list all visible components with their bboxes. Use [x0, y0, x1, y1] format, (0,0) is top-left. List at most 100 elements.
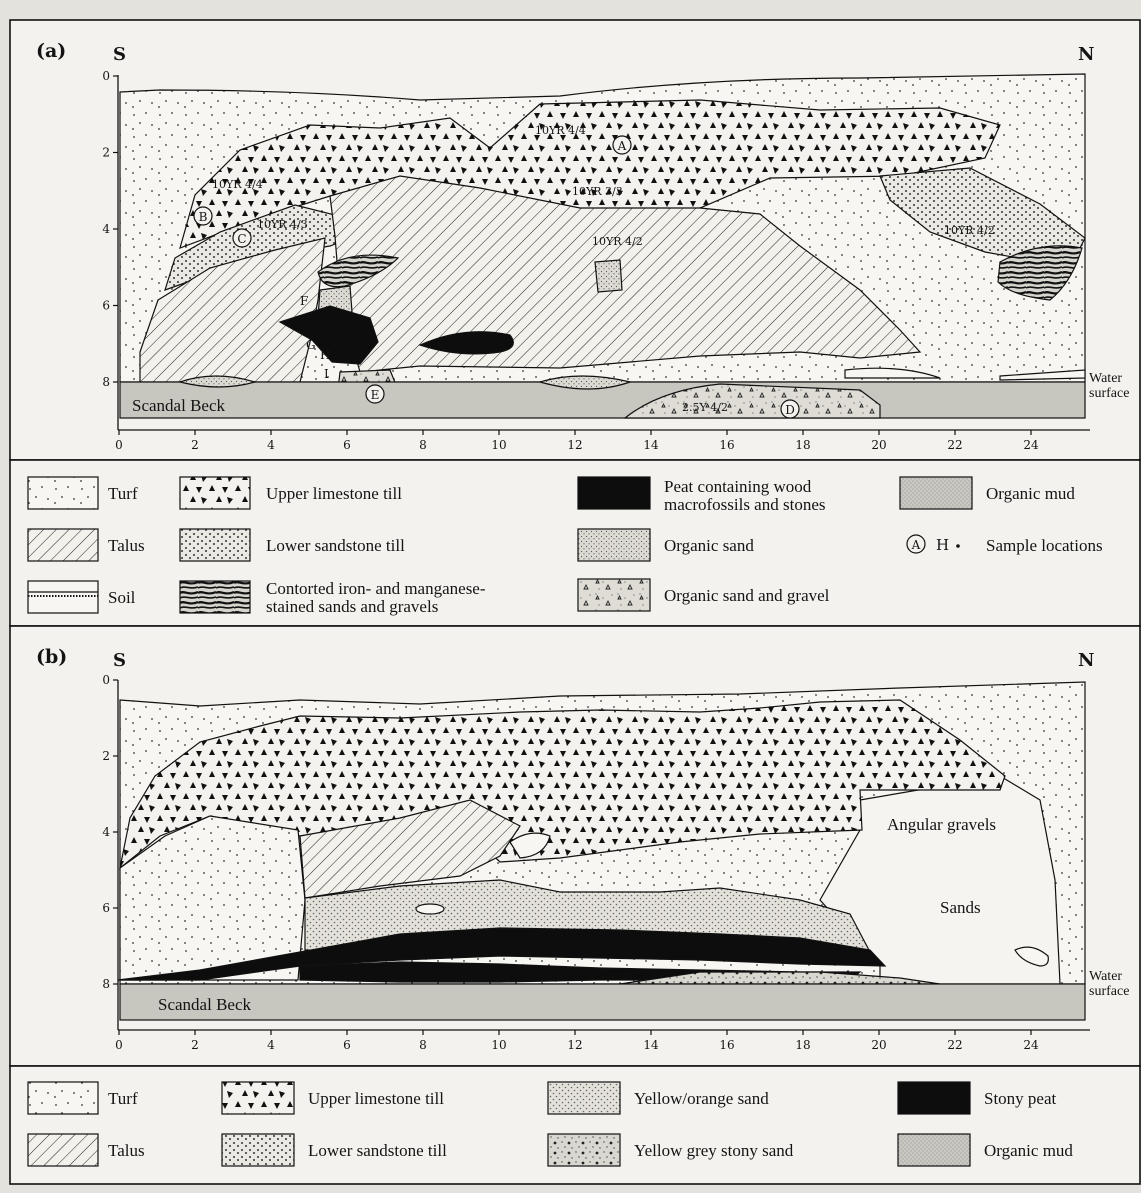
panel_b-depth-tick-label: 8	[102, 977, 110, 991]
legend-a-label-lower-sandstone-till: Lower sandstone till	[266, 536, 405, 555]
munsell-label-4: 10YR 4/3	[257, 218, 308, 231]
svg-text:A: A	[911, 538, 921, 552]
munsell-label-3: 10YR 4/4	[212, 178, 263, 191]
legend-b-label-organic-mud: Organic mud	[984, 1141, 1073, 1160]
panel_b-depth-tick-label: 0	[102, 673, 110, 687]
panel_a-depth-tick-label: 2	[102, 146, 110, 160]
region-label-sands: Sands	[940, 898, 981, 917]
legend-b-label-upper-limestone-till: Upper limestone till	[308, 1089, 444, 1108]
organic-sand-center	[595, 260, 622, 292]
sample-marker-i: I	[324, 367, 329, 381]
panel-a-label: (a)	[36, 40, 66, 62]
panel_a-distance-tick-label: 22	[947, 438, 962, 452]
legend-b-label-talus: Talus	[108, 1141, 145, 1160]
sample-marker-f: F	[300, 294, 308, 308]
legend-a-label-upper-limestone-till: Upper limestone till	[266, 484, 402, 503]
legend-b-swatch-organic-mud	[898, 1134, 970, 1166]
legend-a-label-peat-1: Peat containing wood	[664, 477, 812, 496]
munsell-label-1: 10YR 4/4	[535, 124, 586, 137]
legend-a-label-organic-sand-gravel: Organic sand and gravel	[664, 586, 830, 605]
panel_a-depth-tick-label: 8	[102, 375, 110, 389]
sample-marker-b: B	[194, 207, 212, 225]
legend-a-swatch-talus	[28, 529, 98, 561]
panel-b-label: (b)	[36, 646, 67, 668]
legend-a-swatch-turf	[28, 477, 98, 509]
legend-a-swatch-soil	[28, 581, 98, 613]
legend-a-label-organic-sand: Organic sand	[664, 536, 754, 555]
panel_a-distance-tick-label: 16	[719, 438, 734, 452]
legend-a-swatch-lower-sandstone-till	[180, 529, 250, 561]
legend-a-swatch-upper-limestone-till	[180, 477, 250, 509]
panel-b-south-label: S	[113, 650, 126, 671]
panel_b-distance-tick-label: 18	[795, 1038, 810, 1052]
water-label-a-2: surface	[1089, 386, 1129, 401]
clast-b2	[416, 904, 444, 914]
sample-marker-d: D	[781, 400, 799, 418]
panel_b-distance-tick-label: 14	[643, 1038, 659, 1052]
panel_b-distance-tick-label: 10	[491, 1038, 506, 1052]
panel_a-distance-tick-label: 24	[1023, 438, 1039, 452]
panel_a-distance-tick-label: 10	[491, 438, 506, 452]
panel_b-distance-tick-label: 20	[871, 1038, 886, 1052]
panel_b-distance-tick-label: 24	[1023, 1038, 1039, 1052]
region-label-angular-gravels: Angular gravels	[887, 815, 996, 834]
svg-text:B: B	[199, 210, 208, 224]
legend-b-label-lower-sandstone-till: Lower sandstone till	[308, 1141, 447, 1160]
panel_b-distance-tick-label: 16	[719, 1038, 734, 1052]
panel_b-depth-tick-label: 6	[102, 901, 110, 915]
panel_b-distance-tick-label: 4	[267, 1038, 275, 1052]
munsell-label-6: 10YR 4/2	[944, 224, 995, 237]
legend-b-swatch-yellow-orange-sand	[548, 1082, 620, 1114]
panel_b-depth-tick-label: 2	[102, 749, 110, 763]
legend-a-swatch-organic-mud	[900, 477, 972, 509]
panel_b-distance-tick-label: 22	[947, 1038, 962, 1052]
legend-a-label-sample-locations: Sample locations	[986, 536, 1103, 555]
legend-b-label-stony-peat: Stony peat	[984, 1089, 1057, 1108]
panel_a-depth-tick-label: 0	[102, 69, 110, 83]
svg-text:H: H	[936, 536, 949, 554]
legend-b-swatch-lower-sandstone-till	[222, 1134, 294, 1166]
panel-a-north-label: N	[1078, 44, 1094, 65]
legend-a-label-talus: Talus	[108, 536, 145, 555]
water-label-b-1: Water	[1089, 969, 1122, 984]
panel_b-distance-tick-label: 2	[191, 1038, 199, 1052]
legend-a-swatch-organic-sand	[578, 529, 650, 561]
legend-b-swatch-talus	[28, 1134, 98, 1166]
panel_a-depth-tick-label: 6	[102, 299, 110, 313]
water-label-b-2: surface	[1089, 984, 1129, 999]
stream-label-a: Scandal Beck	[132, 396, 225, 415]
svg-text:C: C	[237, 232, 246, 246]
sample-marker-c: C	[233, 229, 251, 247]
legend-a-label-turf: Turf	[108, 484, 138, 503]
sample-marker-g: G	[306, 338, 316, 352]
panel_b-depth-tick-label: 4	[102, 825, 110, 839]
legend-b-swatch-upper-limestone-till	[222, 1082, 294, 1114]
legend-b-swatch-turf	[28, 1082, 98, 1114]
panel_b-distance-tick-label: 8	[419, 1038, 427, 1052]
munsell-label-2: 10YR 3/3	[572, 185, 623, 198]
legend-a-label-contorted-2: stained sands and gravels	[266, 597, 438, 616]
legend-a-swatch-contorted-sands	[180, 581, 250, 613]
panel-b-north-label: N	[1078, 650, 1094, 671]
legend-b-label-yellow-grey-stony-sand: Yellow grey stony sand	[634, 1141, 794, 1160]
panel-a-south-label: S	[113, 44, 126, 65]
panel_b-distance-tick-label: 12	[567, 1038, 582, 1052]
sample-marker-a: A	[613, 136, 631, 154]
munsell-label-7: 2.5Y 4/2	[682, 401, 728, 414]
panel_a-depth-tick-label: 4	[102, 222, 110, 236]
munsell-label-5: 10YR 4/2	[592, 235, 643, 248]
legend-a-label-contorted-1: Contorted iron- and manganese-	[266, 579, 486, 598]
water-label-a-1: Water	[1089, 371, 1122, 386]
sample-marker-h: H	[320, 348, 330, 362]
panel-a-section: Scandal Beck Water surface 10YR 4/4 10YR…	[120, 74, 1129, 418]
legend-a-swatch-peat	[578, 477, 650, 509]
panel_a-distance-tick-label: 18	[795, 438, 810, 452]
svg-text:E: E	[371, 388, 380, 402]
sample-marker-e: E	[366, 385, 384, 403]
panel_b-distance-tick-label: 0	[115, 1038, 123, 1052]
stream-label-b: Scandal Beck	[158, 995, 251, 1014]
panel_a-distance-tick-label: 20	[871, 438, 886, 452]
panel_a-distance-tick-label: 12	[567, 438, 582, 452]
